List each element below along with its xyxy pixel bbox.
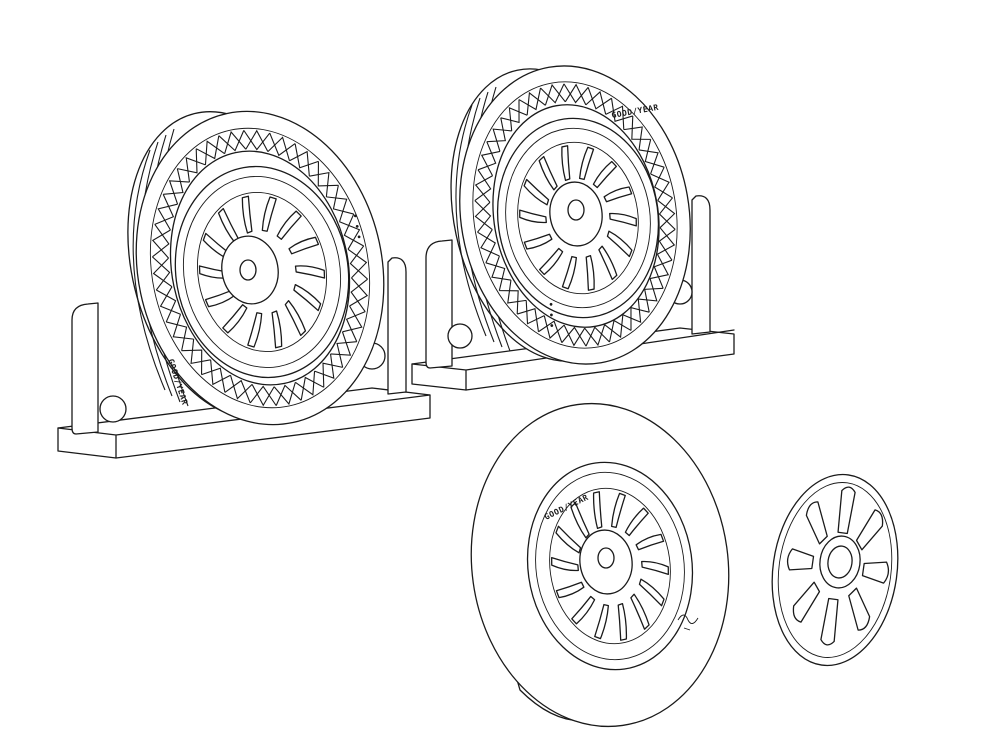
loose-wheel-axle-hole [597, 547, 615, 569]
right-wheel-axle-hole [567, 199, 585, 221]
left-stand-base [57, 387, 431, 459]
loose-wheel-spokes [551, 491, 669, 641]
hub-cover-cutouts [786, 486, 890, 646]
left-wheel-spokes [198, 195, 326, 349]
left-wheel-tread [151, 129, 369, 407]
right-wheel-tread [474, 83, 676, 347]
right-stand-hole-left [447, 323, 473, 349]
hub-cover [771, 473, 899, 667]
loose-wheel-mark [677, 614, 699, 631]
left-stand-hole-left [99, 395, 127, 423]
svg-text:• • •: • • • [546, 302, 556, 329]
left-stand [57, 257, 431, 459]
right-stand-upright-left [425, 239, 453, 369]
right-stand-upright-right [691, 195, 711, 335]
right-wheel: GOOD/YEAR • • • [450, 65, 691, 365]
left-stand-upright-left [71, 302, 99, 435]
left-stand-upright-right [387, 257, 407, 395]
right-wheel-spokes [519, 145, 637, 291]
loose-wheel: GOOD/YEAR [470, 402, 730, 728]
left-wheel-axle-hole [239, 259, 257, 281]
left-wheel: GOOD/YEAR • • • [127, 110, 385, 426]
